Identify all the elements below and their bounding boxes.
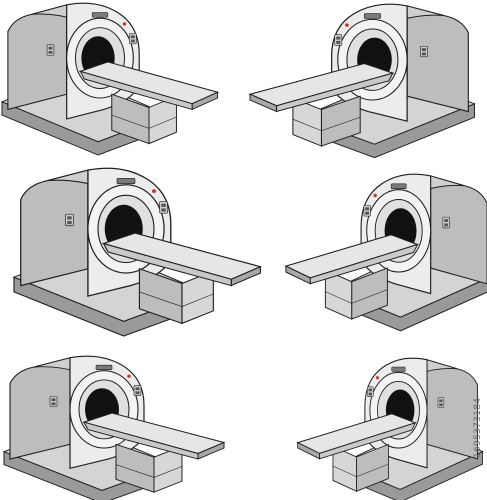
ct-scanner-middle-right (286, 174, 487, 331)
ct-scanner-middle-left (13, 167, 262, 337)
ct-scanner-top-left (1, 2, 219, 156)
ct-scanner-top-right (250, 4, 474, 157)
ct-scanner-bottom-left (3, 355, 225, 500)
stock-id-watermark: 1695373184 (473, 397, 483, 459)
ct-scanner-bottom-right (298, 358, 483, 500)
